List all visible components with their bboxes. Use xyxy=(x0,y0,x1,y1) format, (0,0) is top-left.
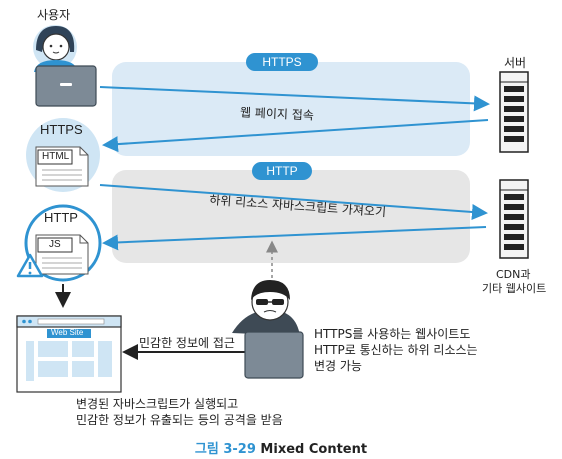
user-icon xyxy=(33,25,97,107)
http-response-arrow xyxy=(102,226,487,251)
http-doc-file: JS xyxy=(49,239,61,250)
cdn-label-line2: 기타 웹사이트 xyxy=(482,282,547,295)
https-pill: HTTPS xyxy=(246,53,318,71)
https-doc-title: HTTPS xyxy=(40,122,83,137)
http-band xyxy=(112,170,470,263)
result-line2: 민감한 정보가 유출되는 등의 공격을 받음 xyxy=(76,413,283,427)
https-request-arrow xyxy=(99,86,490,112)
server-label: 서버 xyxy=(504,56,527,70)
cdn-server-icon xyxy=(499,179,529,259)
figure-caption: 그림 3-29 Mixed Content xyxy=(0,438,562,457)
https-arrow-label: 웹 페이지 접속 xyxy=(239,105,315,123)
attacker-desc-line3: 변경 가능 xyxy=(314,359,362,373)
server-icon xyxy=(499,71,529,153)
attacker-desc-line2: HTTP로 통신하는 하위 리소스는 xyxy=(314,343,478,357)
http-request-arrow xyxy=(99,184,488,220)
https-doc-file: HTML xyxy=(42,151,70,162)
browser-window xyxy=(16,315,122,393)
http-pill: HTTP xyxy=(252,162,312,180)
https-response-arrow xyxy=(102,119,489,153)
browser-tab-title: Web Site xyxy=(51,328,84,337)
attacker-desc-line1: HTTPS를 사용하는 웹사이트도 xyxy=(314,327,471,341)
attack-label: 민감한 정보에 접근 xyxy=(139,336,235,350)
caption-title: Mixed Content xyxy=(260,442,368,457)
https-document-icon xyxy=(26,118,100,192)
attacker-icon xyxy=(232,280,304,379)
cdn-label-line1: CDN과 xyxy=(496,268,531,281)
warning-icon xyxy=(16,253,44,278)
http-doc-title: HTTP xyxy=(44,210,78,225)
user-label: 사용자 xyxy=(37,8,71,22)
caption-number: 그림 3-29 xyxy=(194,442,256,457)
result-line1: 변경된 자바스크립트가 실행되고 xyxy=(76,397,239,411)
